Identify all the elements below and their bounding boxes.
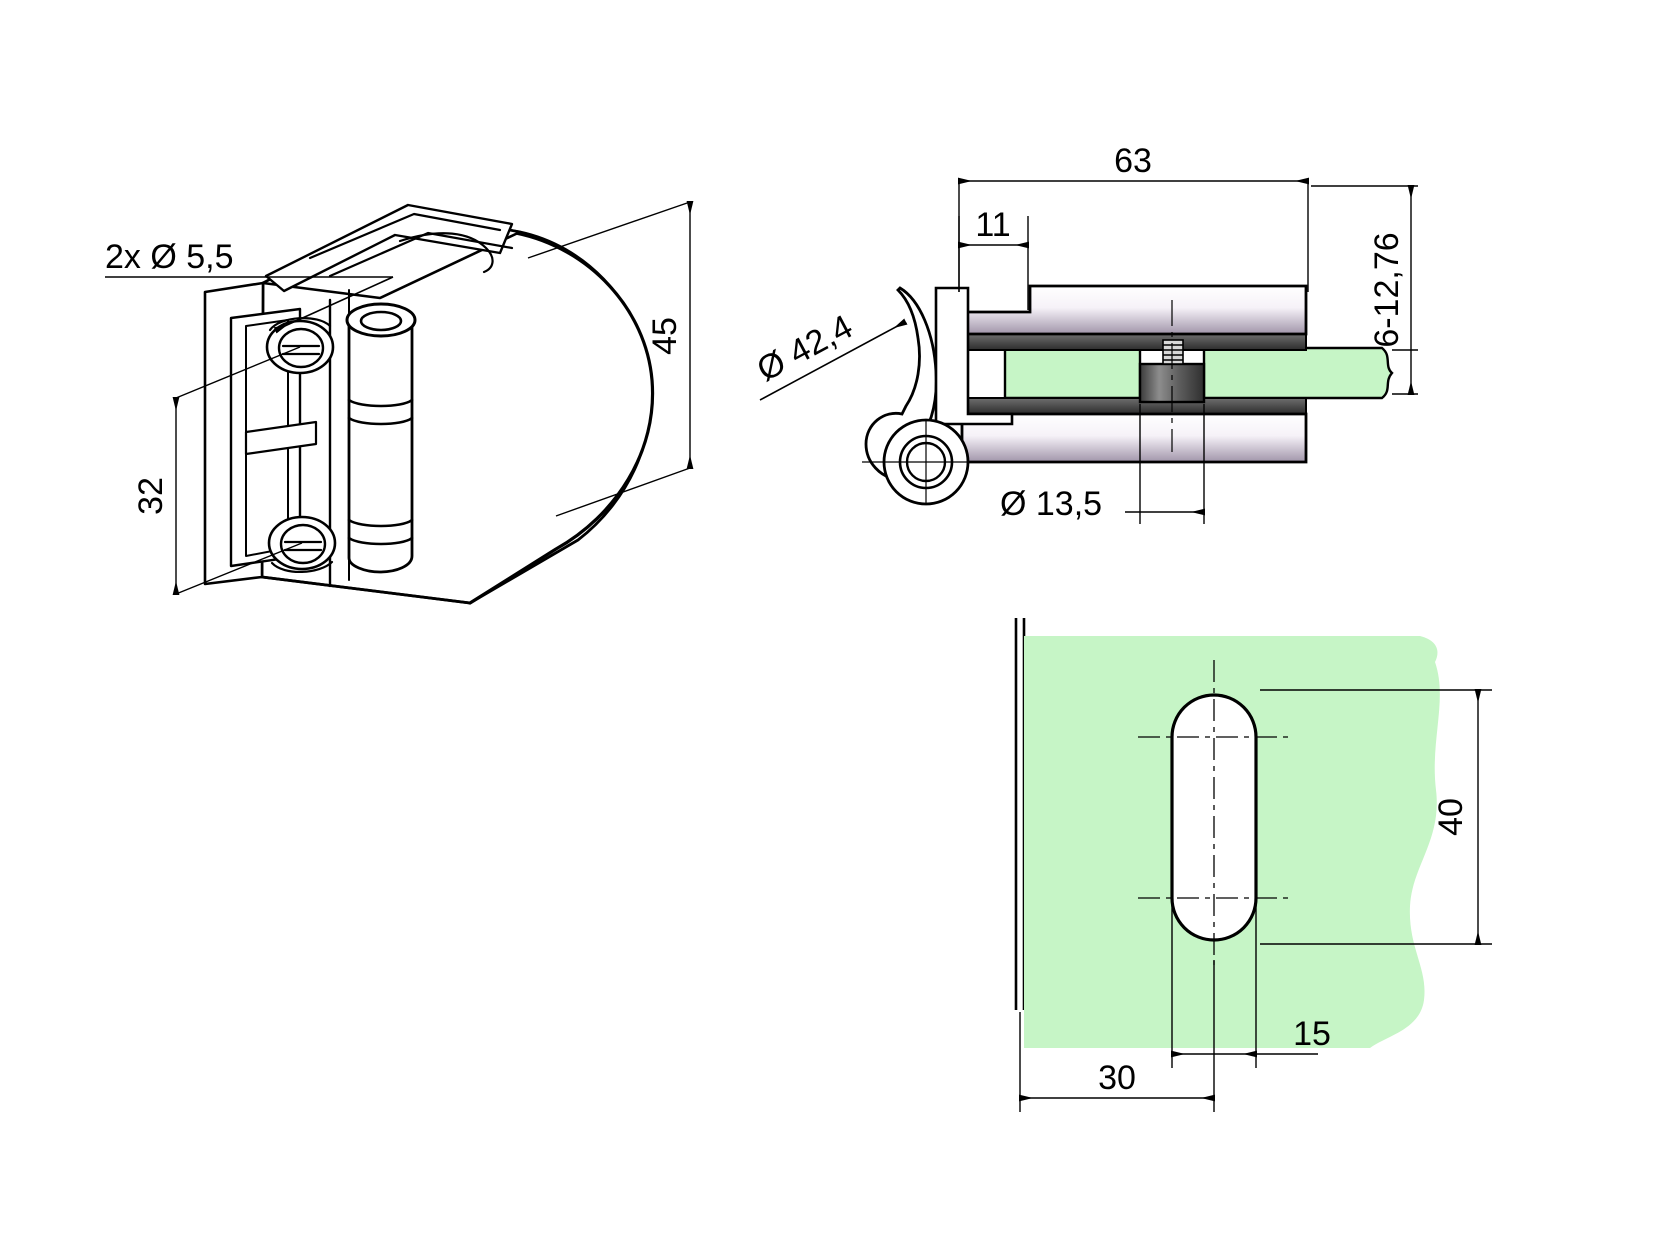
glass-panel-top [1024, 636, 1438, 662]
glass-cutout-view [1014, 618, 1440, 1048]
section-gasket-lower [961, 397, 1307, 415]
section-stud-thread-lines [1163, 344, 1183, 361]
iso-screw-lower-chamfer [270, 560, 334, 573]
section-clamp-lower [960, 412, 1308, 464]
glass-dim-30 [1019, 960, 1215, 1112]
dim30-label: 30 [1098, 1059, 1136, 1097]
isometric-view [203, 203, 655, 605]
iso-nose-curve [468, 231, 655, 605]
dim45-ext-bottom [555, 467, 691, 517]
dim15-label: 15 [1293, 1015, 1331, 1053]
iso-top-rail-inner2 [328, 231, 514, 278]
iso-dim-32 [172, 346, 303, 595]
dim63-label: 63 [1114, 142, 1152, 180]
dia135-label: Ø 13,5 [1000, 485, 1102, 523]
section-dim-11 [958, 216, 1029, 310]
glass-slot-centerlines [1138, 660, 1290, 965]
glass-panel-left-fill [1024, 662, 1114, 1048]
section-stud-thread [1162, 339, 1184, 365]
glass-dim-40 [1260, 689, 1492, 945]
section-dim-dia424 [759, 318, 908, 401]
iso-plate-rib [244, 420, 318, 456]
section-glass-left [1003, 346, 1142, 400]
section-pivot-centerlines [862, 420, 990, 504]
dim32-label: 32 [132, 477, 170, 515]
dim11-label: 11 [975, 206, 1010, 244]
section-dim-dia135 [1125, 404, 1205, 524]
holes-note-label: 2x Ø 5,5 [105, 238, 234, 276]
section-glass-right [1202, 346, 1394, 400]
iso-screw-upper-slot [281, 344, 321, 356]
section-dim-glass [1311, 185, 1418, 395]
section-view [862, 284, 1394, 506]
iso-hinge-top-bore [359, 310, 403, 332]
iso-hinge-band3 [347, 518, 414, 528]
iso-screw-upper-chamfer [268, 317, 332, 332]
dia424-leader [759, 318, 908, 401]
iso-hinge-band1 [347, 398, 414, 408]
holes-leader-line [273, 276, 394, 334]
iso-screw-upper-head [277, 327, 325, 369]
glassdim-label: 6-12,76 [1368, 232, 1406, 347]
iso-top-rail-inner [308, 212, 502, 260]
dim45-label: 45 [646, 317, 684, 355]
glass-dim-15 [1171, 905, 1318, 1068]
dim32-ext-bottom [175, 542, 303, 595]
dim32-ext-top [175, 346, 301, 399]
section-gasket-upper [961, 333, 1307, 351]
iso-dim-45 [527, 201, 694, 517]
iso-dim-holes [105, 276, 394, 334]
iso-bottom-edge [260, 575, 472, 605]
iso-hinge-band4 [347, 536, 414, 546]
iso-screw-lower-slot [283, 540, 323, 552]
iso-top-rail [264, 203, 514, 293]
iso-screw-lower-head [279, 523, 327, 565]
dim40-label: 40 [1432, 798, 1470, 836]
glass-panel [1103, 662, 1440, 1048]
dim45-ext-top [527, 201, 691, 259]
iso-top-rail-slot [398, 232, 494, 274]
iso-hinge-column [347, 304, 414, 574]
iso-hinge-band2 [347, 416, 414, 426]
